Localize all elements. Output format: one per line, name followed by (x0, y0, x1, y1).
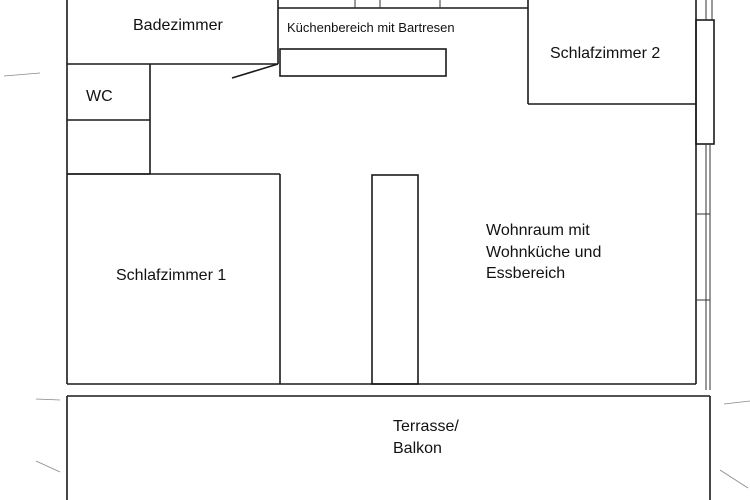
terrace-outline (66, 395, 711, 500)
room-label-schlafzimmer1: Schlafzimmer 1 (116, 267, 227, 284)
room-label-wohnraum: Wohnraum mit Wohnküche und Essbereich (486, 220, 601, 285)
bathroom-walls (67, 0, 279, 65)
bathroom-door (231, 63, 279, 79)
bedroom2-walls (527, 0, 696, 105)
wc-walls (67, 64, 151, 175)
room-label-badezimmer: Badezimmer (133, 17, 223, 34)
terrasse-line-1: Terrasse/ (393, 418, 459, 435)
wohnraum-line-1: Wohnraum mit (486, 222, 590, 239)
sketch-marks (3, 72, 750, 489)
right-window (695, 0, 715, 390)
room-label-kuechenbereich: Küchenbereich mit Bartresen (287, 20, 455, 35)
room-label-wc: WC (86, 88, 113, 105)
wohnraum-line-3: Essbereich (486, 265, 566, 283)
wohnraum-line-2: Wohnküche und (486, 243, 602, 261)
room-label-terrasse: Terrasse/ Balkon (393, 416, 459, 459)
terrasse-line-2: Balkon (393, 439, 442, 457)
central-column (371, 174, 419, 385)
room-label-schlafzimmer2: Schlafzimmer 2 (550, 45, 661, 62)
kitchen-walls (278, 0, 528, 77)
bedroom1-walls (67, 173, 281, 384)
